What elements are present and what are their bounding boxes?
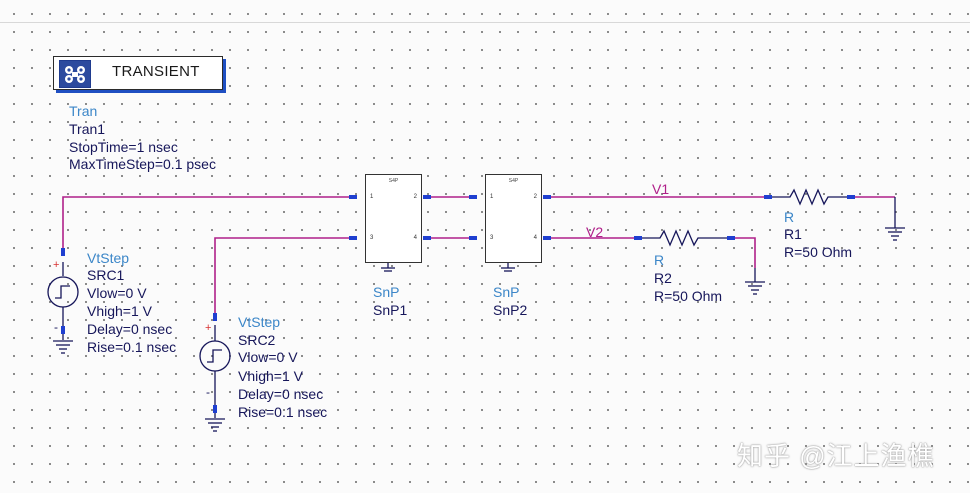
- snp2-pin-1: 1: [490, 194, 494, 200]
- src2-minus-sign: -: [206, 385, 210, 399]
- src1-plus-sign: +: [53, 259, 60, 271]
- src1-type: VtStep: [87, 250, 130, 266]
- r1-symbol: [770, 188, 850, 206]
- snp2-pin-2: 2: [533, 194, 537, 200]
- src1-minus-sign: -: [54, 320, 58, 334]
- wire-label-v1: V1: [652, 181, 670, 197]
- src2-name: SRC2: [238, 332, 276, 348]
- tran-maxtimestep: MaxTimeStep=0.1 psec: [69, 156, 216, 172]
- r2-symbol: [642, 229, 730, 247]
- snp2-pin-3: 3: [490, 235, 494, 241]
- src2-type: VtStep: [238, 314, 281, 330]
- r1-value: R=50 Ohm: [784, 244, 853, 260]
- snp1-pin-3: 3: [370, 235, 374, 241]
- snp2-name: SnP2: [493, 302, 528, 318]
- transient-icon: [59, 60, 91, 88]
- tran-name: Tran1: [69, 121, 106, 137]
- r1-type: R: [784, 209, 795, 225]
- snp1-header: S4P: [388, 178, 399, 184]
- snp2-type: SnP: [493, 284, 520, 300]
- src1-vhigh: Vhigh=1 V: [87, 303, 152, 319]
- snp1-type: SnP: [373, 284, 400, 300]
- r2-name: R2: [654, 270, 672, 286]
- tran-type: Tran: [69, 103, 98, 119]
- ground-src2: [205, 418, 225, 432]
- src1-name: SRC1: [87, 267, 125, 283]
- src2-vhigh: Vhigh=1 V: [238, 368, 303, 384]
- src1-delay: Delay=0 nsec: [87, 321, 173, 337]
- wire-v1-src1: [62, 196, 355, 252]
- src2-rise: Rise=0.1 nsec: [238, 404, 328, 420]
- transient-controller[interactable]: TRANSIENT: [53, 56, 223, 90]
- r2-value: R=50 Ohm: [654, 288, 723, 304]
- wire-label-v2: V2: [586, 224, 604, 240]
- snp2-header: S4P: [508, 178, 519, 184]
- transient-title: TRANSIENT: [112, 63, 200, 80]
- src2-symbol: [199, 340, 231, 372]
- ground-r2: [745, 268, 765, 295]
- src1-vlow: Vlow=0 V: [87, 285, 147, 301]
- watermark: 知乎 @江上渔樵: [737, 441, 935, 471]
- r1-name: R1: [784, 226, 802, 242]
- src2-delay: Delay=0 nsec: [238, 386, 324, 402]
- src2-plus-sign: +: [205, 322, 212, 334]
- snp1-block[interactable]: S4P 1 2 3 4: [365, 174, 422, 263]
- ground-r1: [885, 197, 905, 241]
- src2-vlow: Vlow=0 V: [238, 349, 298, 365]
- snp1-pin-2: 2: [413, 194, 417, 200]
- snp1-pin-1: 1: [370, 194, 374, 200]
- src1-symbol: [47, 276, 79, 308]
- snp1-name: SnP1: [373, 302, 408, 318]
- wire-r2-gnd: [730, 237, 756, 268]
- r2-type: R: [654, 252, 665, 268]
- src1-rise: Rise=0.1 nsec: [87, 339, 177, 355]
- tran-stoptime: StopTime=1 nsec: [69, 139, 178, 155]
- snp2-pin-4: 4: [533, 235, 537, 241]
- ground-src1: [53, 340, 73, 354]
- snp2-block[interactable]: S4P 1 2 3 4: [485, 174, 542, 263]
- snp1-pin-4: 4: [413, 235, 417, 241]
- wire-src2: [214, 237, 355, 318]
- canvas-top-edge: [0, 0, 970, 23]
